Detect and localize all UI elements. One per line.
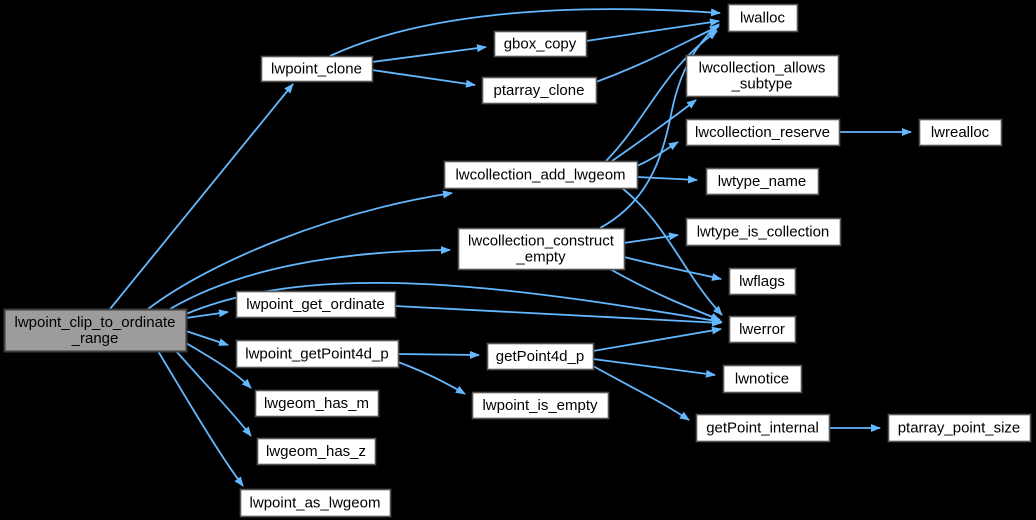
node-label-getPoint_internal: getPoint_internal bbox=[706, 420, 819, 437]
node-label-ptarray_clone: ptarray_clone bbox=[494, 82, 585, 99]
node-label-lwgeom_has_z: lwgeom_has_z bbox=[266, 443, 366, 460]
node-label-lwerror: lwerror bbox=[739, 321, 785, 338]
node-lwgeom_has_z[interactable]: lwgeom_has_z bbox=[256, 437, 377, 466]
node-label-lwpoint_clone: lwpoint_clone bbox=[271, 61, 362, 78]
edge-lwpoint_getPoint4d_p-to-lwpoint_is_empty bbox=[397, 361, 466, 395]
node-box-lwpoint_clone[interactable] bbox=[260, 55, 374, 83]
edge-lwpoint_clip_to_ordinate_range-to-lwpoint_getPoint4d_p bbox=[185, 330, 229, 346]
node-lwerror[interactable]: lwerror bbox=[728, 315, 797, 344]
edge-lwcollection_add_lwgeom-to-lwtype_name bbox=[636, 175, 698, 184]
edge-lwpoint_clip_to_ordinate_range-to-lwpoint_as_lwgeom bbox=[157, 350, 244, 487]
edge-lwpoint_clip_to_ordinate_range-to-lwpoint_clone bbox=[109, 83, 294, 310]
node-label-lwrealloc: lwrealloc bbox=[931, 124, 990, 141]
edge-lwpoint_clip_to_ordinate_range-to-lwcollection_add_lwgeom bbox=[147, 190, 453, 310]
node-label-lwalloc: lwalloc bbox=[740, 10, 786, 27]
node-label-lwcollection_add_lwgeom: lwcollection_add_lwgeom bbox=[455, 167, 625, 184]
node-box-ptarray_clone[interactable] bbox=[481, 76, 598, 105]
node-lwcollection_reserve[interactable]: lwcollection_reserve bbox=[685, 118, 841, 147]
edge-lwcollection_add_lwgeom-to-lwcollection_allows_subtype bbox=[611, 99, 697, 162]
node-box-lwgeom_has_m[interactable] bbox=[254, 389, 380, 418]
node-lwcollection_allows_subtype[interactable]: lwcollection_allows_subtype bbox=[685, 54, 840, 98]
node-label-lwpoint_as_lwgeom: lwpoint_as_lwgeom bbox=[250, 495, 381, 512]
node-label-lwnotice: lwnotice bbox=[735, 371, 789, 388]
node-lwcollection_add_lwgeom[interactable]: lwcollection_add_lwgeom bbox=[443, 160, 639, 190]
node-lwrealloc[interactable]: lwrealloc bbox=[918, 118, 1003, 147]
node-box-lwcollection_add_lwgeom[interactable] bbox=[443, 160, 639, 190]
edge-getPoint4d_p-to-lwerror bbox=[592, 326, 722, 352]
node-lwpoint_as_lwgeom[interactable]: lwpoint_as_lwgeom bbox=[239, 488, 392, 518]
node-box-lwtype_is_collection[interactable] bbox=[685, 217, 842, 247]
node-label-lwtype_name: lwtype_name bbox=[718, 173, 806, 190]
node-box-lwpoint_is_empty[interactable] bbox=[471, 391, 610, 420]
node-box-lwpoint_getPoint4d_p[interactable] bbox=[235, 339, 400, 369]
node-label-ptarray_point_size: ptarray_point_size bbox=[898, 420, 1021, 437]
node-box-lwcollection_construct_empty[interactable] bbox=[457, 227, 626, 271]
edge-lwpoint_getPoint4d_p-to-getPoint4d_p bbox=[397, 350, 480, 359]
node-label-getPoint4d_p: getPoint4d_p bbox=[496, 348, 584, 365]
edge-lwpoint_clone-to-gbox_copy bbox=[371, 44, 487, 63]
node-box-lwflags[interactable] bbox=[728, 267, 797, 296]
node-lwcollection_construct_empty[interactable]: lwcollection_construct_empty bbox=[457, 227, 626, 271]
edge-lwpoint_get_ordinate-to-lwerror bbox=[394, 305, 722, 327]
edge-lwpoint_clone-to-lwalloc bbox=[329, 8, 721, 57]
node-label-lwpoint_getPoint4d_p: lwpoint_getPoint4d_p bbox=[245, 346, 388, 363]
node-lwpoint_get_ordinate[interactable]: lwpoint_get_ordinate bbox=[235, 290, 397, 319]
edge-gbox_copy-to-lwalloc bbox=[585, 18, 720, 42]
node-box-lwpoint_get_ordinate[interactable] bbox=[235, 290, 397, 319]
node-getPoint4d_p[interactable]: getPoint4d_p bbox=[486, 342, 595, 371]
node-lwpoint_getPoint4d_p[interactable]: lwpoint_getPoint4d_p bbox=[235, 339, 400, 369]
node-label-lwpoint_is_empty: lwpoint_is_empty bbox=[482, 397, 598, 414]
node-box-lwcollection_reserve[interactable] bbox=[685, 118, 841, 147]
node-box-getPoint4d_p[interactable] bbox=[486, 342, 595, 371]
edge-lwcollection_construct_empty-to-lwflags bbox=[623, 256, 722, 281]
node-ptarray_point_size[interactable]: ptarray_point_size bbox=[887, 413, 1032, 443]
node-lwalloc[interactable]: lwalloc bbox=[727, 3, 799, 33]
node-box-gbox_copy[interactable] bbox=[493, 30, 588, 58]
node-lwnotice[interactable]: lwnotice bbox=[722, 364, 803, 394]
node-box-lwcollection_allows_subtype[interactable] bbox=[685, 54, 840, 98]
node-label-lwcollection_allows_subtype: lwcollection_allows_subtype bbox=[699, 60, 826, 93]
node-lwgeom_has_m[interactable]: lwgeom_has_m bbox=[254, 389, 380, 418]
edge-lwpoint_clip_to_ordinate_range-to-lwpoint_get_ordinate bbox=[185, 309, 229, 319]
node-ptarray_clone[interactable]: ptarray_clone bbox=[481, 76, 598, 105]
node-lwpoint_is_empty[interactable]: lwpoint_is_empty bbox=[471, 391, 610, 420]
node-label-lwgeom_has_m: lwgeom_has_m bbox=[264, 395, 369, 412]
node-lwtype_is_collection[interactable]: lwtype_is_collection bbox=[685, 217, 842, 247]
node-lwpoint_clone[interactable]: lwpoint_clone bbox=[260, 55, 374, 83]
node-box-lwpoint_as_lwgeom[interactable] bbox=[239, 488, 392, 518]
edge-lwcollection_construct_empty-to-lwalloc bbox=[599, 23, 720, 229]
node-box-getPoint_internal[interactable] bbox=[695, 413, 831, 443]
node-lwtype_name[interactable]: lwtype_name bbox=[705, 167, 820, 196]
edge-lwpoint_clip_to_ordinate_range-to-lwgeom_has_z bbox=[175, 350, 252, 437]
node-getPoint_internal[interactable]: getPoint_internal bbox=[695, 413, 831, 443]
edge-getPoint4d_p-to-getPoint_internal bbox=[592, 365, 690, 421]
node-label-gbox_copy: gbox_copy bbox=[504, 36, 577, 53]
node-lwflags[interactable]: lwflags bbox=[728, 267, 797, 296]
edge-lwpoint_clone-to-ptarray_clone bbox=[371, 69, 476, 88]
node-gbox_copy[interactable]: gbox_copy bbox=[493, 30, 588, 58]
node-box-ptarray_point_size[interactable] bbox=[887, 413, 1032, 443]
edge-lwpoint_clip_to_ordinate_range-to-lwcollection_construct_empty bbox=[169, 246, 451, 310]
edge-lwcollection_construct_empty-to-lwtype_is_collection bbox=[623, 232, 679, 244]
node-box-lwalloc[interactable] bbox=[727, 3, 799, 33]
edge-lwpoint_clip_to_ordinate_range-to-lwgeom_has_m bbox=[185, 342, 252, 389]
node-box-lwerror[interactable] bbox=[728, 315, 797, 344]
edge-lwcollection_add_lwgeom-to-lwerror bbox=[621, 187, 723, 316]
edge-getPoint4d_p-to-lwnotice bbox=[592, 358, 716, 378]
node-box-lwnotice[interactable] bbox=[722, 364, 803, 394]
node-label-lwflags: lwflags bbox=[739, 273, 785, 290]
node-lwpoint_clip_to_ordinate_range[interactable]: lwpoint_clip_to_ordinate_range bbox=[3, 308, 188, 353]
edge-lwcollection_construct_empty-to-lwerror bbox=[609, 268, 721, 321]
node-label-lwcollection_reserve: lwcollection_reserve bbox=[695, 124, 830, 141]
node-label-lwpoint_clip_to_ordinate_range: lwpoint_clip_to_ordinate_range bbox=[15, 314, 176, 347]
node-label-lwtype_is_collection: lwtype_is_collection bbox=[697, 224, 830, 241]
node-box-lwgeom_has_z[interactable] bbox=[256, 437, 377, 466]
node-label-lwcollection_construct_empty: lwcollection_construct_empty bbox=[468, 233, 615, 266]
node-label-lwpoint_get_ordinate: lwpoint_get_ordinate bbox=[246, 296, 384, 313]
node-box-lwrealloc[interactable] bbox=[918, 118, 1003, 147]
edge-lwcollection_add_lwgeom-to-lwcollection_reserve bbox=[636, 141, 679, 167]
node-box-lwpoint_clip_to_ordinate_range[interactable] bbox=[3, 308, 188, 353]
node-box-lwtype_name[interactable] bbox=[705, 167, 820, 196]
